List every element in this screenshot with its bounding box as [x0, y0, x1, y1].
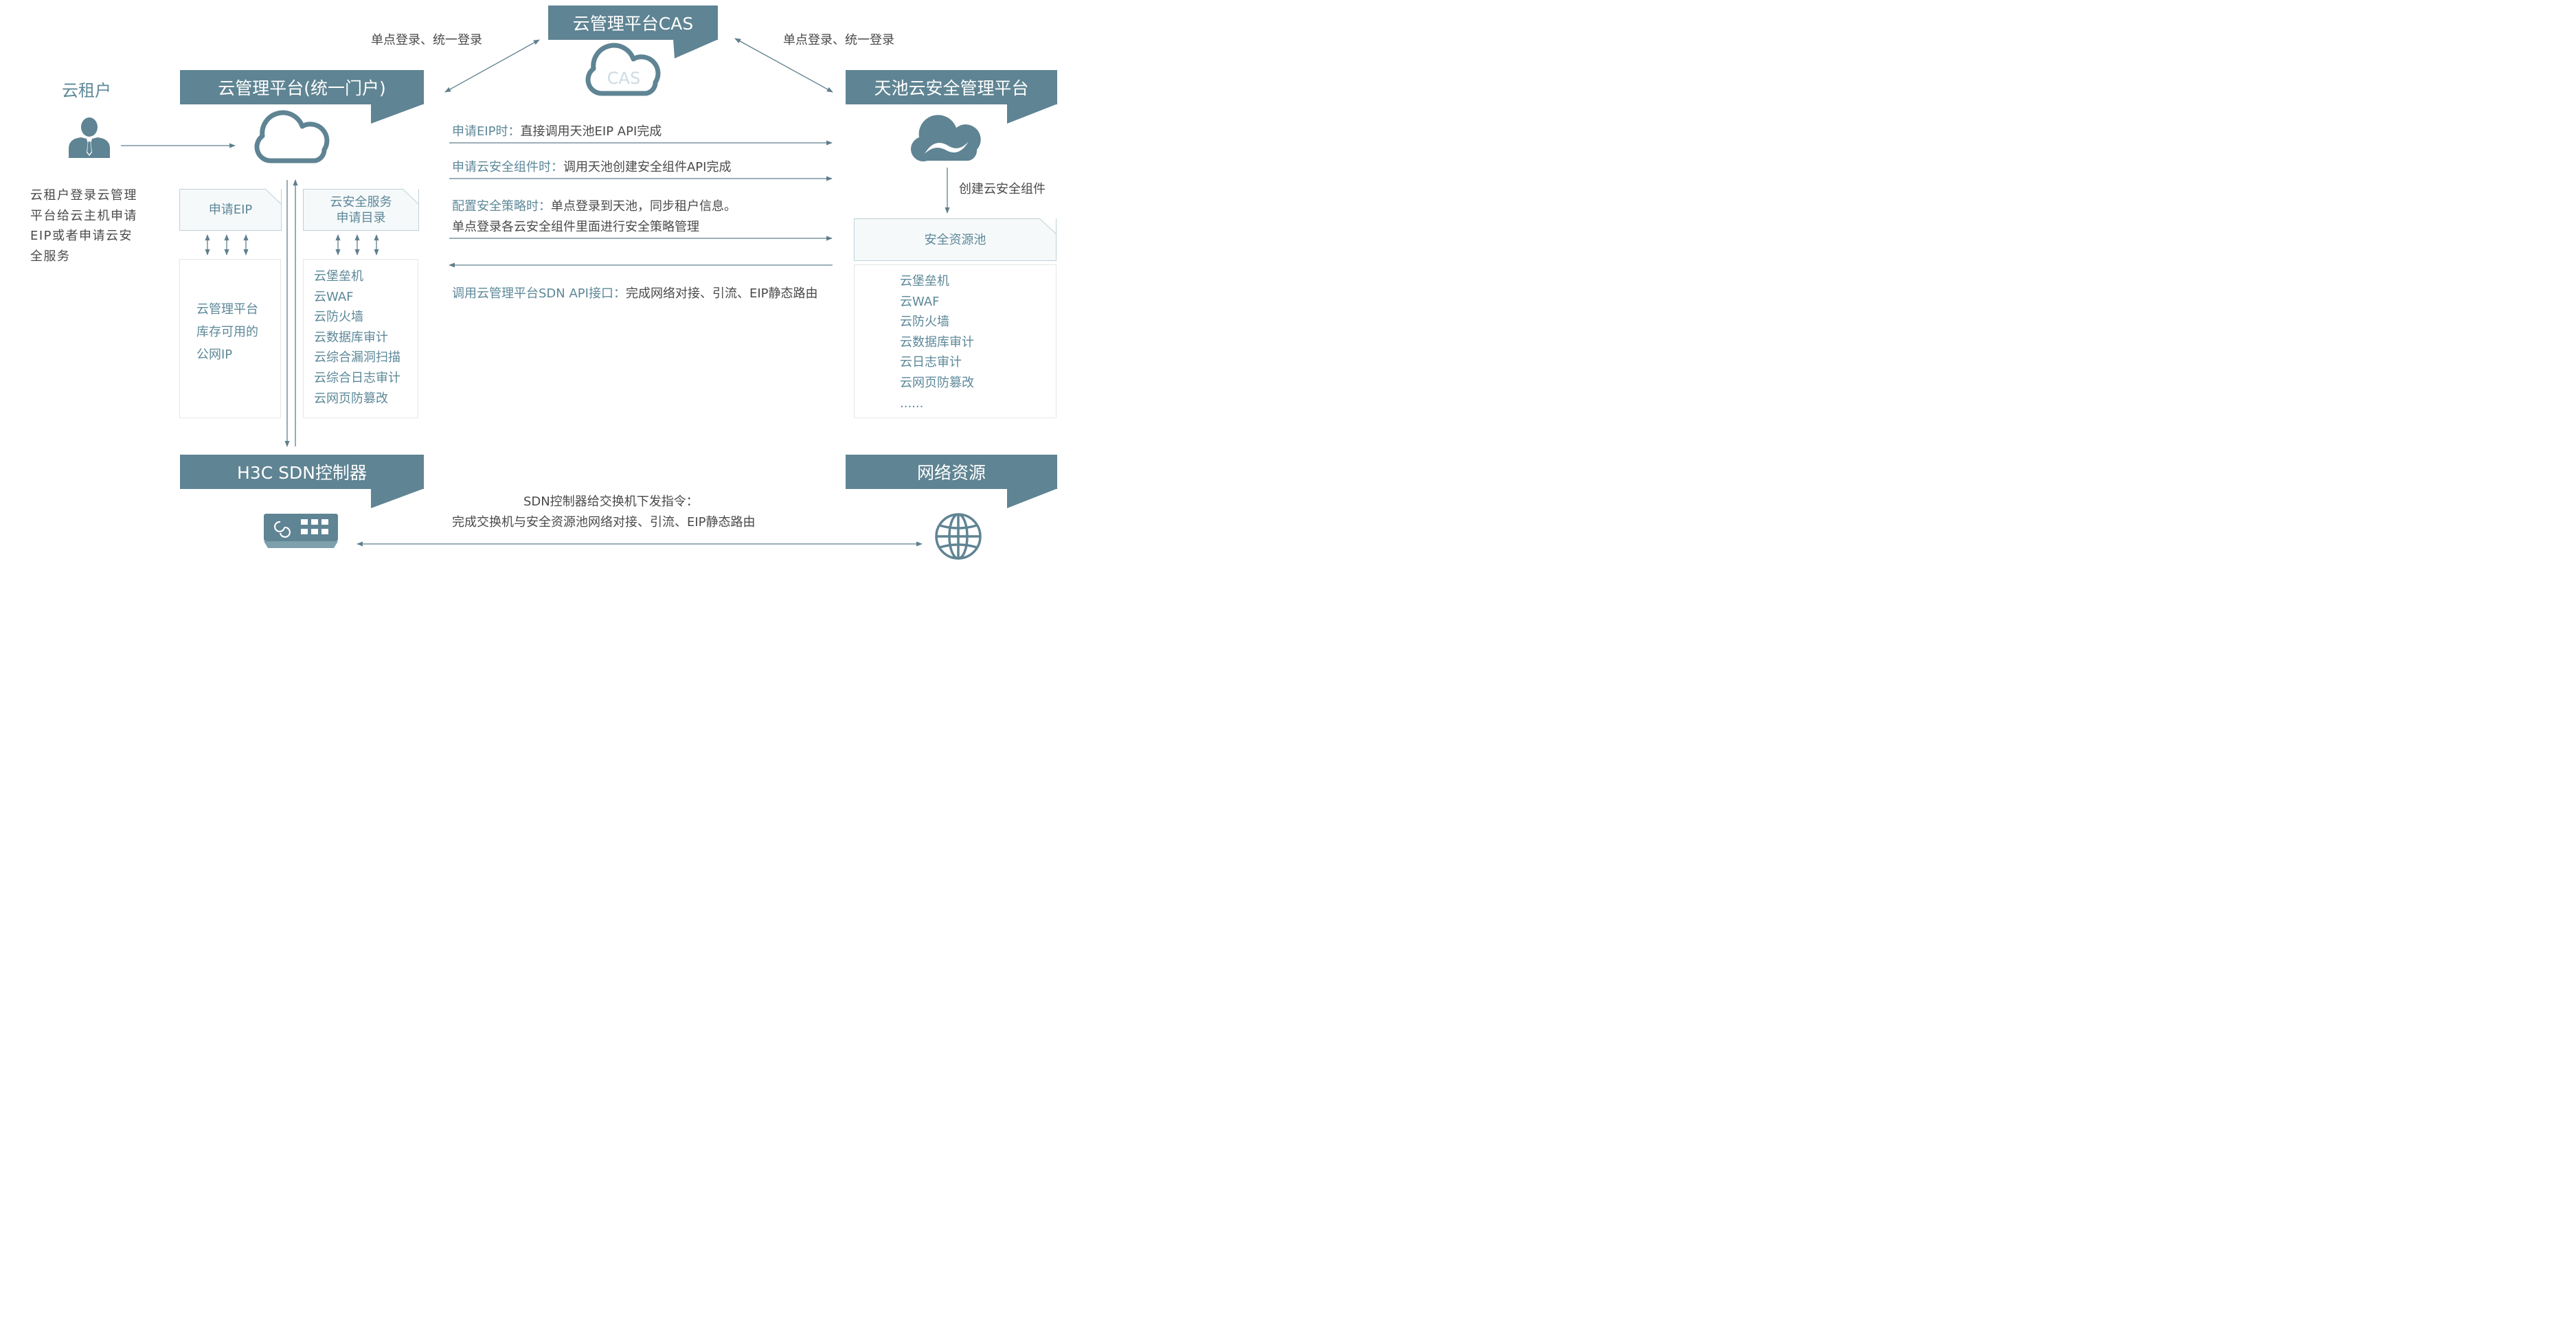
sso-right-label: 单点登录、统一登录 [783, 33, 894, 47]
flow-sdn-api-text: 完成网络对接、引流、EIP静态路由 [625, 286, 818, 301]
tenant-title: 云租户 [62, 81, 111, 100]
pool-item: ...... [900, 396, 924, 411]
flow-policy-note: 配置安全策略时：单点登录到天池，同步租户信息。 [452, 196, 736, 214]
pool-item: 云网页防篡改 [900, 375, 974, 390]
cas-header-tail [673, 39, 719, 58]
service-item[interactable]: 云综合日志审计 [314, 370, 400, 385]
pool-title: 安全资源池 [924, 232, 986, 247]
service-catalog-label-1: 云安全服务 [330, 194, 392, 209]
flow-sdn-api-note: 调用云管理平台SDN API接口：完成网络对接、引流、EIP静态路由 [452, 284, 818, 302]
eip-content-line-1: 云管理平台 [196, 302, 258, 317]
tenant-desc-line-2: 平台给云主机申请 [30, 208, 137, 223]
user-icon [69, 117, 110, 158]
eip-content: 云管理平台 库存可用的 公网IP [196, 298, 258, 366]
flow-component-note: 申请云安全组件时：调用天池创建安全组件API完成 [452, 157, 731, 175]
service-catalog-label-2: 申请目录 [336, 210, 386, 225]
portal-header-label: 云管理平台(统一门户) [218, 78, 386, 98]
eip-tab-corner [264, 188, 282, 205]
network-header-tail [1007, 488, 1058, 508]
tianchi-cloud-icon [910, 115, 981, 162]
cas-icon-label: CAS [607, 69, 640, 88]
sdn-header-tail [371, 488, 425, 508]
tianchi-header-tail [1007, 104, 1058, 124]
tenant-desc-line-3: EIP或者申请云安 [30, 229, 133, 243]
tenant-description: 云租户登录云管理 平台给云主机申请 EIP或者申请云安 全服务 [30, 185, 137, 266]
globe-icon [935, 513, 982, 560]
tenant-desc-line-4: 全服务 [30, 249, 71, 264]
create-component-label: 创建云安全组件 [959, 182, 1046, 196]
pool-list: 云堡垒机 云WAF 云防火墙 云数据库审计 云日志审计 云网页防篡改 .....… [900, 271, 974, 413]
service-list-box [303, 259, 418, 418]
eip-content-box [179, 259, 281, 418]
flow-component-text: 调用天池创建安全组件API完成 [563, 160, 732, 174]
service-item[interactable]: 云防火墙 [314, 310, 363, 325]
network-header: 网络资源 [846, 455, 1057, 489]
tenant-desc-line-1: 云租户登录云管理 [30, 188, 137, 203]
flow-policy-line-2: 单点登录各云安全组件里面进行安全策略管理 [452, 220, 699, 234]
pool-item: 云防火墙 [900, 315, 949, 330]
pool-list-box [854, 264, 1057, 418]
flow-eip-note: 申请EIP时：直接调用天池EIP API完成 [452, 122, 662, 139]
flow-eip-text: 直接调用天池EIP API完成 [520, 124, 662, 139]
sdn-header: H3C SDN控制器 [180, 455, 424, 489]
service-list: 云堡垒机 云WAF 云防火墙 云数据库审计 云综合漏洞扫描 云综合日志审计 云网… [314, 266, 400, 409]
portal-header-tail [371, 104, 425, 124]
service-item[interactable]: 云数据库审计 [314, 330, 388, 345]
service-item[interactable]: 云堡垒机 [314, 269, 363, 284]
eip-tab-label: 申请EIP [208, 203, 253, 217]
pool-tab-corner [1039, 218, 1057, 234]
service-item[interactable]: 云网页防篡改 [314, 391, 388, 406]
service-item[interactable]: 云综合漏洞扫描 [314, 350, 400, 365]
cas-cloud-icon: CAS [585, 43, 661, 96]
switch-icon [264, 514, 338, 548]
pool-item: 云WAF [900, 294, 940, 309]
sso-left-label: 单点登录、统一登录 [371, 33, 482, 47]
portal-cloud-icon [254, 110, 330, 163]
flow-policy-text: 单点登录到天池，同步租户信息。 [551, 199, 736, 214]
portal-header: 云管理平台(统一门户) [180, 70, 424, 104]
sdn-instruction-line-1: SDN控制器给交换机下发指令： [523, 494, 699, 509]
tianchi-header: 天池云安全管理平台 [846, 70, 1057, 104]
flow-policy-prefix: 配置安全策略时： [452, 199, 551, 214]
flow-sdn-api-prefix: 调用云管理平台SDN API接口： [452, 286, 626, 301]
pool-tab[interactable]: 安全资源池 [854, 218, 1057, 261]
cas-header: 云管理平台CAS [548, 5, 718, 40]
sdn-instruction-line-2: 完成交换机与安全资源池网络对接、引流、EIP静态路由 [452, 515, 756, 530]
connector-lines [121, 38, 950, 547]
network-header-label: 网络资源 [916, 463, 986, 483]
eip-tab[interactable]: 申请EIP [179, 189, 282, 231]
eip-content-line-3: 公网IP [196, 348, 233, 362]
pool-item: 云数据库审计 [900, 334, 974, 350]
sdn-header-label: H3C SDN控制器 [237, 463, 367, 483]
pool-item: 云堡垒机 [900, 274, 949, 288]
flow-component-prefix: 申请云安全组件时： [452, 160, 563, 174]
eip-content-line-2: 库存可用的 [196, 325, 258, 339]
cas-header-label: 云管理平台CAS [572, 14, 694, 34]
tianchi-header-label: 天池云安全管理平台 [874, 78, 1029, 98]
sso-right-arrow [734, 38, 833, 93]
service-catalog-tab[interactable]: 云安全服务 申请目录 [303, 189, 419, 231]
sso-left-arrow [444, 39, 540, 93]
pool-item: 云日志审计 [900, 355, 962, 370]
flow-eip-prefix: 申请EIP时： [452, 124, 521, 139]
service-tab-corner [402, 188, 419, 205]
service-item[interactable]: 云WAF [314, 289, 354, 304]
